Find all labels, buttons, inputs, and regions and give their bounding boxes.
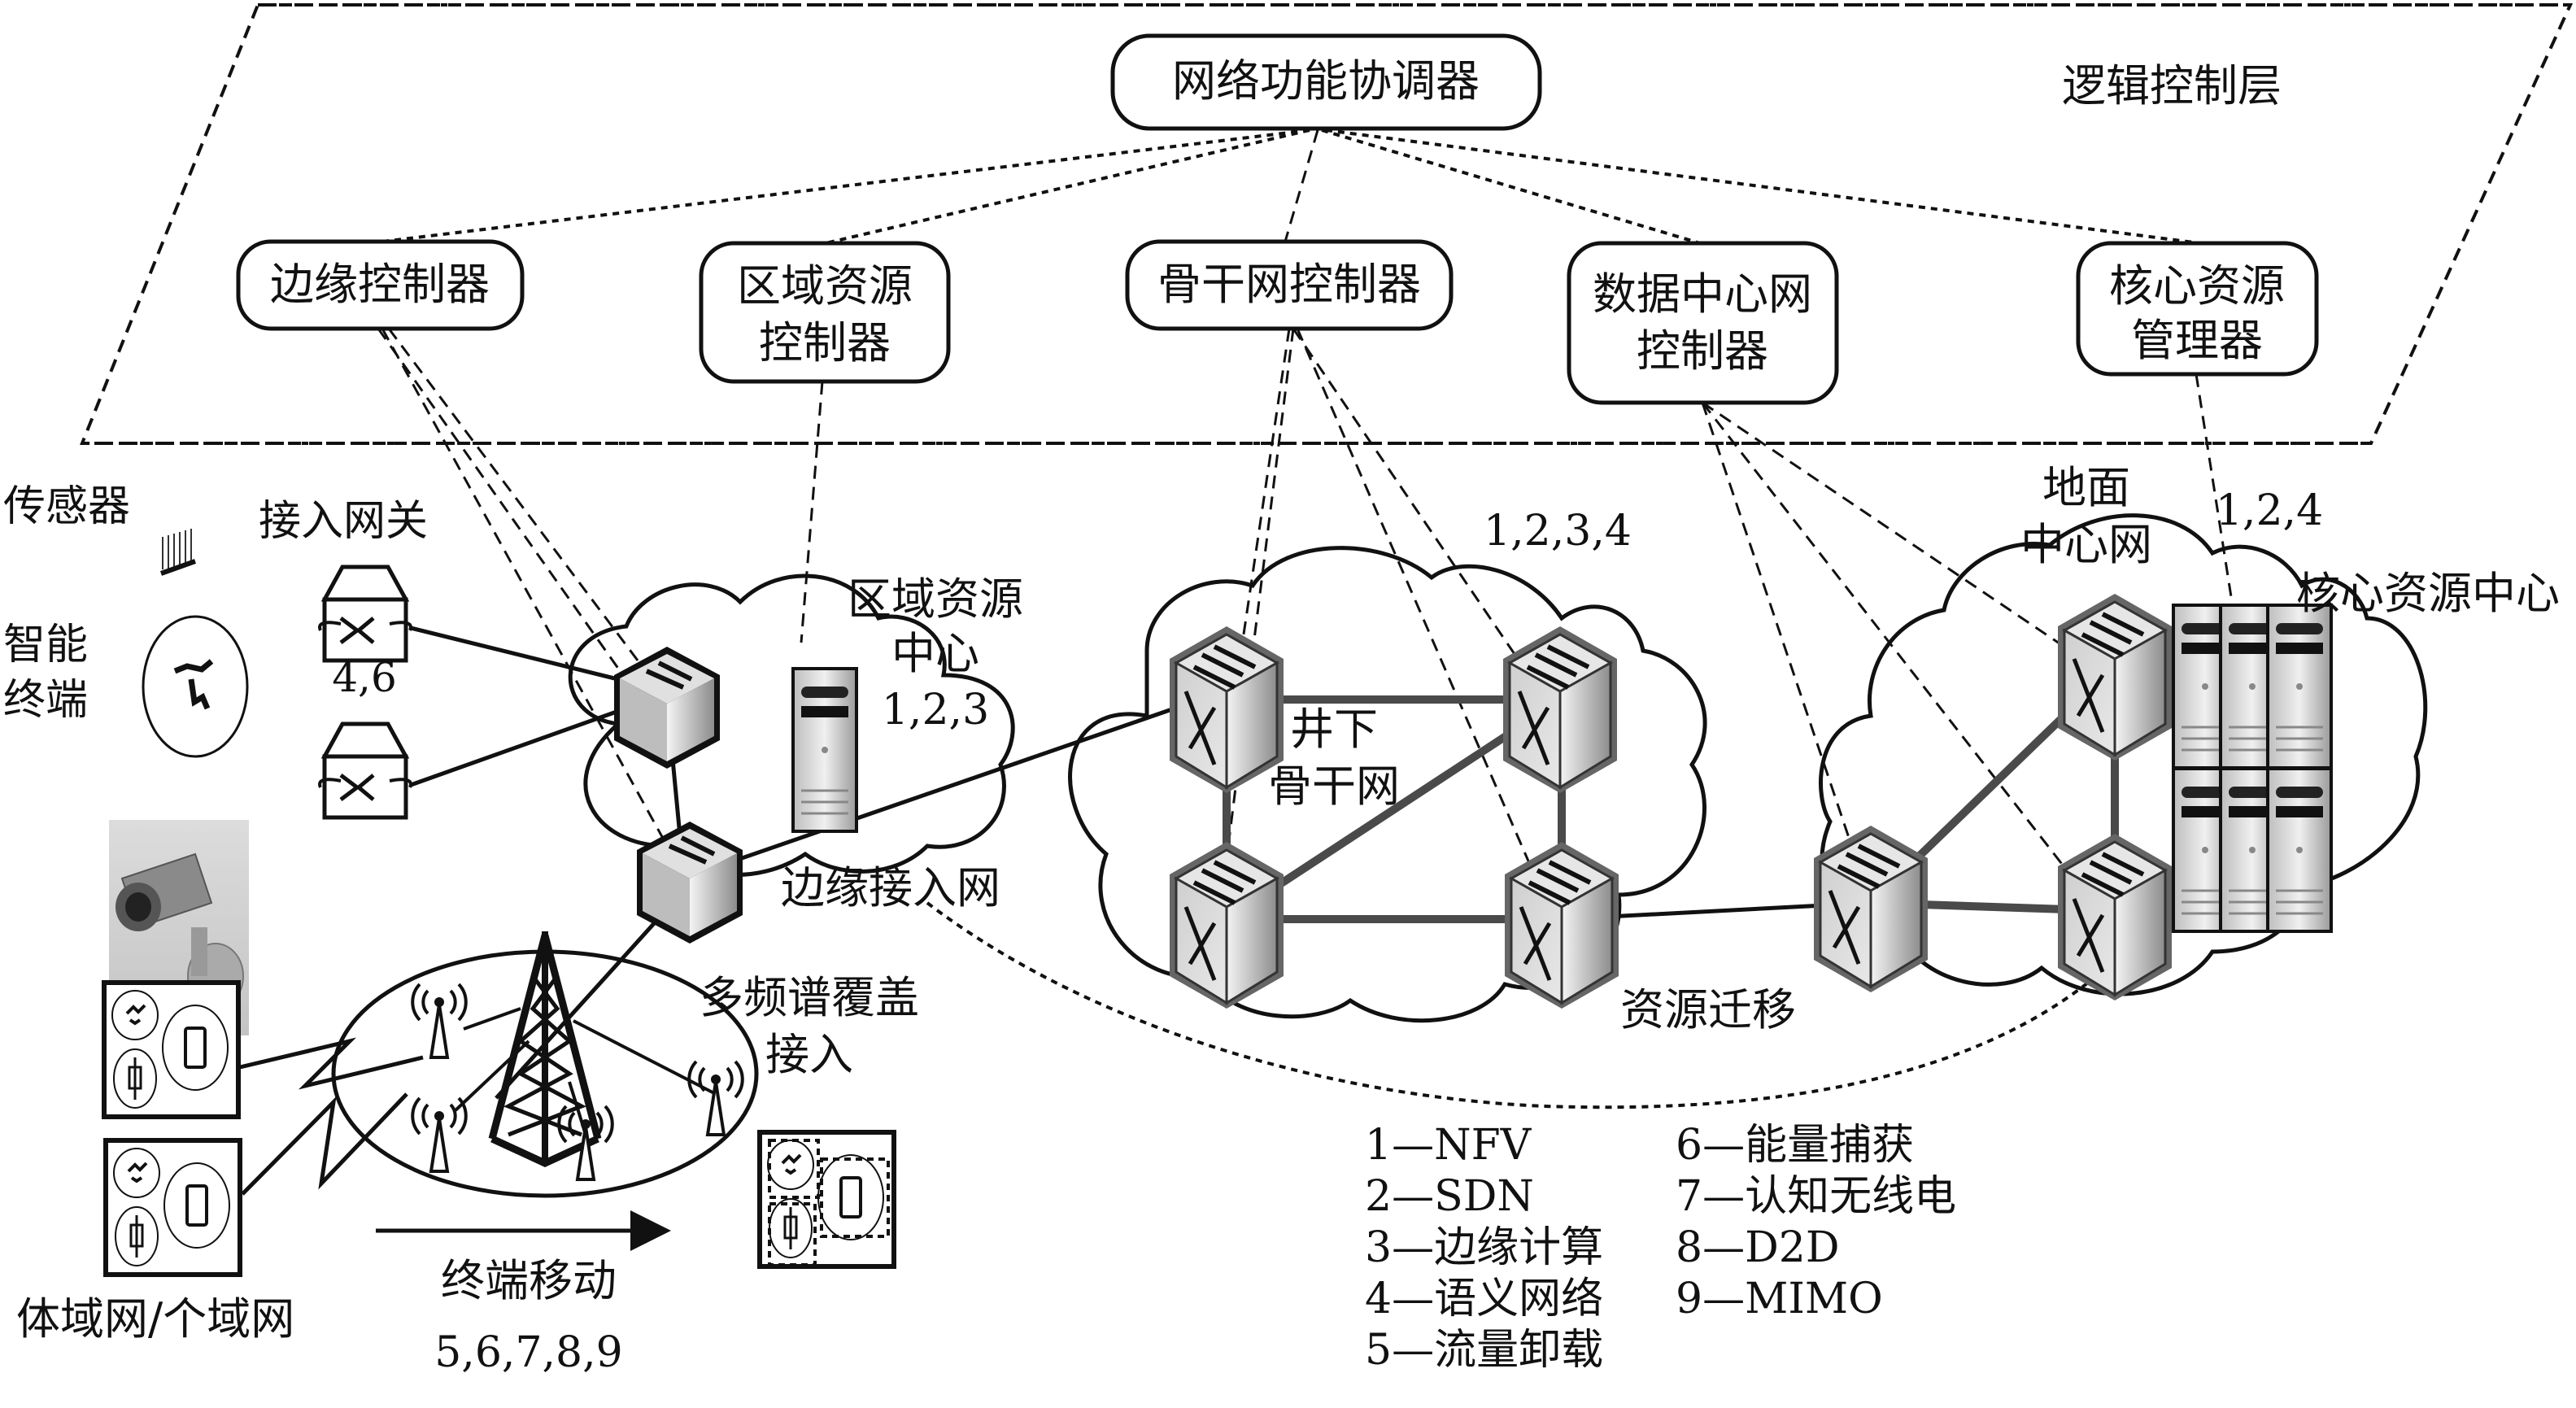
smart-terminal-label-1: 智能 — [3, 621, 88, 669]
backbone-switch-tr[interactable] — [1503, 626, 1617, 793]
terminal-move-label: 终端移动 — [441, 1255, 617, 1306]
legend-item-4: 4—语义网络 — [1365, 1275, 1603, 1323]
core-server-rack[interactable] — [2172, 604, 2333, 933]
controller-core[interactable]: 核心资源 管理器 — [2076, 241, 2319, 377]
core-switch-left[interactable] — [1814, 826, 1928, 992]
multi-spectrum-label-2: 接入 — [765, 1029, 853, 1080]
controller-core-label-1: 核心资源 — [2109, 260, 2285, 312]
core-switch-bottom[interactable] — [2058, 834, 2172, 1000]
legend-item-7: 7—认知无线电 — [1676, 1172, 1956, 1221]
controller-edge-label: 边缘控制器 — [270, 259, 490, 310]
regional-center-label-1: 区域资源 — [848, 573, 1023, 625]
ground-center-label-2: 中心网 — [2020, 519, 2152, 570]
legend-item-6: 6—能量捕获 — [1676, 1121, 1914, 1170]
controller-datacenter-label-2: 控制器 — [1637, 325, 1768, 377]
legend-item-2: 2—SDN — [1365, 1172, 1534, 1221]
controller-regional-label-1: 区域资源 — [737, 260, 913, 312]
gateway-label: 接入网关 — [259, 497, 428, 546]
edge-access-network-label: 边缘接入网 — [781, 862, 1000, 913]
core-tech-label: 1,2,4 — [2216, 486, 2323, 535]
ban-device-group-moved[interactable] — [760, 1132, 894, 1266]
ban-device-group-2[interactable] — [106, 1140, 240, 1275]
smart-terminal-label-2: 终端 — [3, 676, 88, 725]
orchestrator-links — [381, 129, 2201, 245]
controller-regional-label-2: 控制器 — [759, 317, 891, 368]
sensor-label: 传感器 — [3, 482, 130, 531]
wireless-link-1 — [239, 1037, 424, 1090]
regional-center-tech-label: 1,2,3 — [882, 686, 989, 735]
control-layer-label: 逻辑控制层 — [2062, 60, 2282, 111]
control-layer-boundary — [80, 2, 2574, 445]
cell-tower-icon — [488, 931, 602, 1167]
sensor-icon — [159, 529, 197, 576]
controller-edge[interactable]: 边缘控制器 — [236, 239, 525, 331]
controller-backbone[interactable]: 骨干网控制器 — [1125, 239, 1454, 331]
controller-backbone-label: 骨干网控制器 — [1157, 259, 1421, 310]
legend-item-9: 9—MIMO — [1676, 1275, 1883, 1323]
backbone-switch-tl[interactable] — [1170, 626, 1284, 793]
regional-center-label-2: 中心 — [891, 628, 979, 679]
terminal-move-tech-label: 5,6,7,8,9 — [434, 1328, 623, 1377]
controller-regional[interactable]: 区域资源 控制器 — [699, 241, 951, 384]
ban-device-group-1[interactable] — [104, 983, 238, 1117]
core-switch-top[interactable] — [2058, 594, 2172, 761]
orchestrator-label: 网络功能协调器 — [1172, 55, 1480, 107]
controller-core-label-2: 管理器 — [2131, 315, 2263, 366]
resource-migration-path — [926, 861, 2157, 1109]
core-resource-center-label: 核心资源中心 — [2296, 568, 2560, 619]
access-gateway-2[interactable] — [320, 724, 411, 817]
legend-item-5: 5—流量卸载 — [1365, 1326, 1603, 1375]
backbone-switch-br[interactable] — [1505, 842, 1619, 1009]
regional-server-icon[interactable] — [791, 667, 858, 833]
backbone-switch-bl[interactable] — [1170, 842, 1284, 1009]
controller-datacenter-label-1: 数据中心网 — [1593, 268, 1812, 320]
antenna-icon-1 — [411, 983, 468, 1059]
backbone-label-1: 井下 — [1290, 704, 1378, 755]
smart-terminal-icon — [142, 615, 249, 758]
ground-center-label-1: 地面 — [2042, 462, 2130, 513]
backbone-label-2: 骨干网 — [1268, 761, 1400, 812]
ban-pan-label: 体域网/个域网 — [16, 1293, 294, 1345]
multi-spectrum-label-1: 多频谱覆盖 — [700, 972, 919, 1023]
orchestrator-node[interactable]: 网络功能协调器 — [1110, 33, 1542, 131]
antenna-icon-3 — [557, 1105, 614, 1181]
backbone-tech-label: 1,2,3,4 — [1484, 507, 1632, 556]
resource-migration-label: 资源迁移 — [1620, 984, 1796, 1035]
legend-item-8: 8—D2D — [1676, 1223, 1840, 1272]
controller-datacenter[interactable]: 数据中心网 控制器 — [1567, 241, 1839, 405]
gateway-tech-label: 4,6 — [332, 654, 397, 701]
access-gateway-1[interactable] — [320, 567, 411, 660]
wireless-link-2 — [241, 1092, 408, 1196]
antenna-icon-4 — [687, 1060, 744, 1136]
legend-item-3: 3—边缘计算 — [1365, 1223, 1603, 1272]
legend-item-1: 1—NFV — [1365, 1121, 1532, 1170]
